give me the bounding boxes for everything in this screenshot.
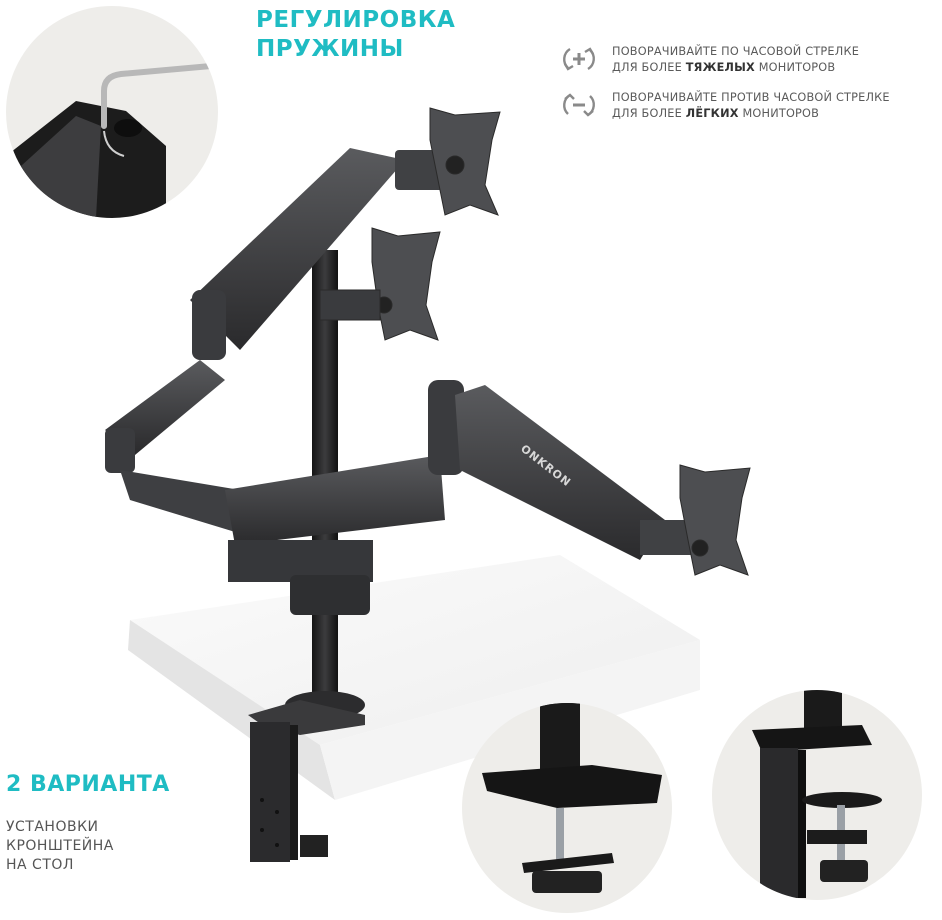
tip-clockwise: ПОВОРАЧИВАЙТЕ ПО ЧАСОВОЙ СТРЕЛКЕ ДЛЯ БОЛ… xyxy=(560,44,942,76)
rotate-clockwise-plus-icon xyxy=(563,47,595,71)
title-line-1: РЕГУЛИРОВКА xyxy=(256,7,456,33)
vesa-plate-right xyxy=(679,464,751,576)
page-title: РЕГУЛИРОВКА ПРУЖИНЫ xyxy=(256,6,455,64)
spring-adjustment-closeup xyxy=(6,6,218,218)
tip-prefix: ДЛЯ БОЛЕЕ xyxy=(612,107,686,120)
clamp-mount-closeup xyxy=(712,690,922,900)
vesa-plate-top xyxy=(429,107,501,216)
tip-suffix: МОНИТОРОВ xyxy=(754,61,836,74)
tip-clockwise-line2: ДЛЯ БОЛЕЕ ТЯЖЕЛЫХ МОНИТОРОВ xyxy=(612,60,859,76)
title-line-2: ПРУЖИНЫ xyxy=(256,36,404,62)
tip-suffix: МОНИТОРОВ xyxy=(738,107,820,120)
tip-emphasis: ТЯЖЕЛЫХ xyxy=(685,61,755,74)
left-upper-arm xyxy=(190,148,445,360)
tip-clockwise-line1: ПОВОРАЧИВАЙТЕ ПО ЧАСОВОЙ СТРЕЛКЕ xyxy=(612,45,860,58)
rotate-counterclockwise-minus-icon xyxy=(563,93,595,117)
tip-counterclockwise: ПОВОРАЧИВАЙТЕ ПРОТИВ ЧАСОВОЙ СТРЕЛКЕ ДЛЯ… xyxy=(560,90,942,122)
spring-adjustment-tips: ПОВОРАЧИВАЙТЕ ПО ЧАСОВОЙ СТРЕЛКЕ ДЛЯ БОЛ… xyxy=(560,44,942,136)
grommet-mount-closeup xyxy=(462,703,672,913)
desk-clamp xyxy=(248,691,365,862)
variants-heading: 2 ВАРИАНТА xyxy=(6,772,170,797)
variants-subtitle-line-2: КРОНШТЕЙНА xyxy=(6,838,114,854)
right-arm: ONKRON xyxy=(428,380,700,560)
variants-subtitle-line-3: НА СТОЛ xyxy=(6,857,74,873)
tip-prefix: ДЛЯ БОЛЕЕ xyxy=(612,61,686,74)
left-lower-arm xyxy=(105,360,445,615)
vesa-plate-middle xyxy=(319,227,441,341)
tip-counterclockwise-line1: ПОВОРАЧИВАЙТЕ ПРОТИВ ЧАСОВОЙ СТРЕЛКЕ xyxy=(612,91,890,104)
hex-key-illustration xyxy=(6,63,214,218)
variants-subtitle-line-1: УСТАНОВКИ xyxy=(6,819,99,835)
tip-counterclockwise-line2: ДЛЯ БОЛЕЕ ЛЁГКИХ МОНИТОРОВ xyxy=(612,106,890,122)
variants-subtitle: УСТАНОВКИ КРОНШТЕЙНА НА СТОЛ xyxy=(6,818,114,875)
tip-emphasis: ЛЁГКИХ xyxy=(685,107,739,120)
